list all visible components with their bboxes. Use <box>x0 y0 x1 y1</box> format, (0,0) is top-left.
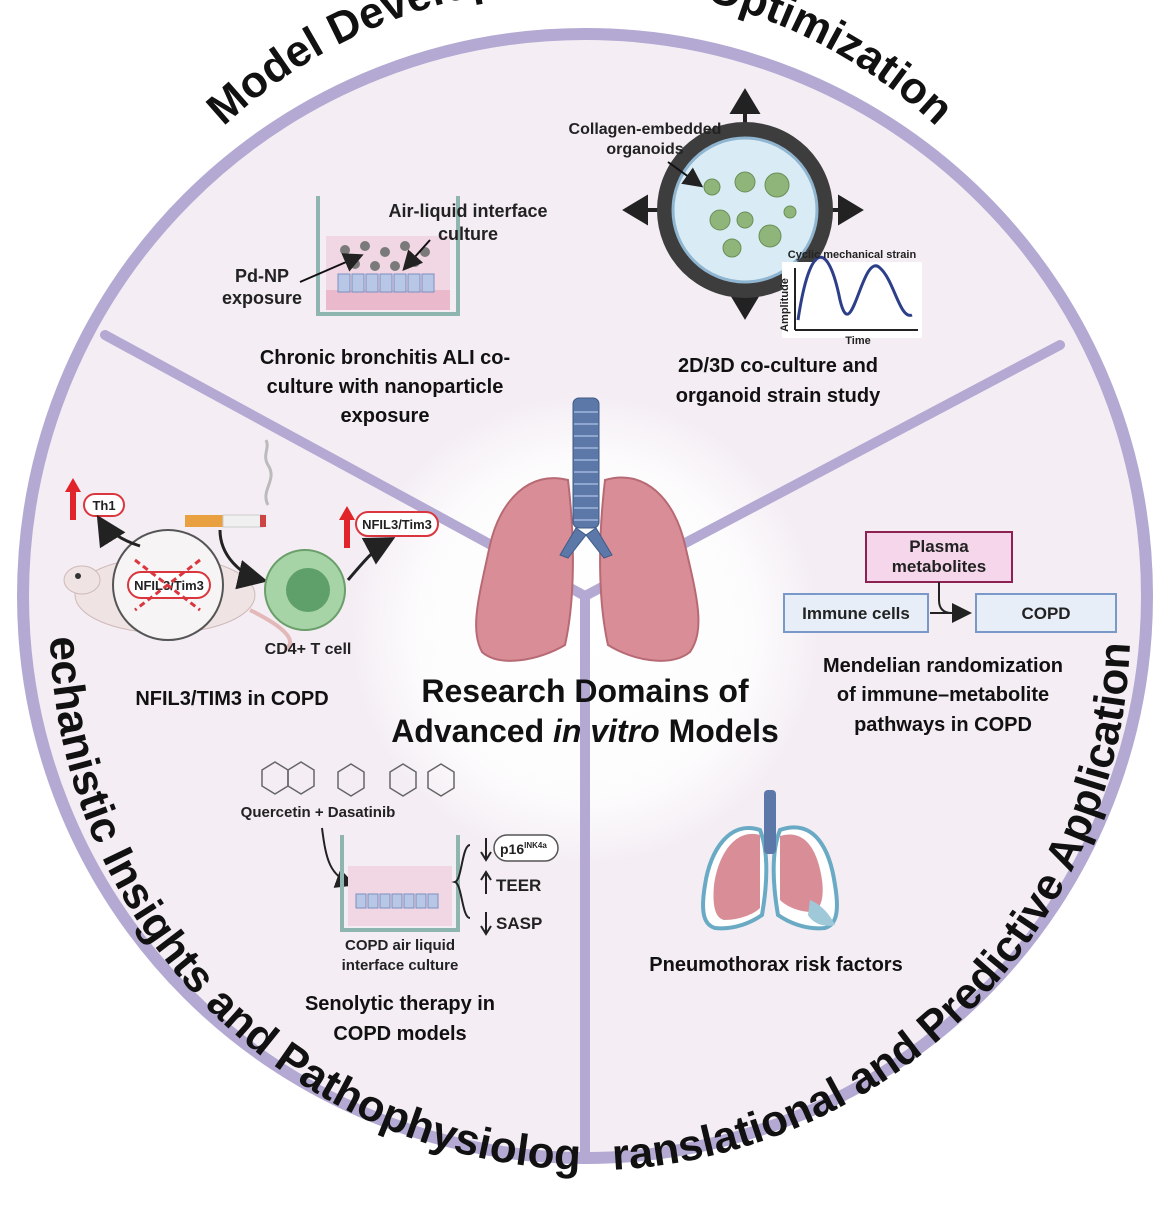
plasma-label-1: Plasma <box>909 537 969 556</box>
epithelial-cells <box>337 273 435 293</box>
copd-culture-label-2: interface culture <box>342 957 459 974</box>
tcell-label: CD4+ T cell <box>265 641 352 658</box>
mr-panel: Plasma metabolites Immune cells COPD Men… <box>783 531 1117 736</box>
strain-caption-2: organoid strain study <box>676 385 881 407</box>
nfil3-panel: NFIL3/Tim3 Th1 CD4+ T cell NFIL3/Tim3 NF… <box>63 439 439 710</box>
pneumo-lungs-icon <box>701 790 839 931</box>
ali-caption-3: exposure <box>341 405 430 427</box>
nfil3-up-label: NFIL3/Tim3 <box>362 517 432 532</box>
center-title-italic: in vitro <box>553 713 660 749</box>
strain-panel: Collagen-embedded organoids Cyclic mecha… <box>569 88 922 407</box>
strain-caption-1: 2D/3D co-culture and <box>678 355 878 377</box>
up-arrow-nfil3 <box>339 506 355 548</box>
air-liquid-arrow <box>402 239 431 271</box>
plasma-arrow <box>938 582 953 614</box>
pneumo-panel: Pneumothorax risk factors <box>649 790 903 976</box>
cigarette-icon <box>185 439 273 528</box>
to-tcell-arrow <box>218 529 268 590</box>
pneumo-caption: Pneumothorax risk factors <box>649 954 902 976</box>
th1-arrow <box>96 514 141 549</box>
nanoparticles <box>340 241 430 271</box>
effect-bracket <box>451 844 471 919</box>
molecule-structures <box>261 761 455 797</box>
nfil3-caption: NFIL3/TIM3 in COPD <box>135 688 328 710</box>
ali-caption-1: Chronic bronchitis ALI co- <box>260 347 510 369</box>
strain-graph-title: Cyclic mechanical strain <box>788 249 917 261</box>
teer-label: TEER <box>496 876 541 895</box>
immune-box <box>783 593 929 633</box>
strain-graph-x-label: Time <box>845 335 870 347</box>
tcell-inner <box>286 568 330 612</box>
tcell-out-arrow <box>346 537 396 581</box>
copd-box <box>975 593 1117 633</box>
organoids-arrow <box>667 161 704 188</box>
drug-arrow <box>321 827 356 888</box>
organoids <box>703 171 797 258</box>
copd-transwell <box>340 835 460 932</box>
copd-label: COPD <box>1021 604 1070 623</box>
mr-caption-3: pathways in COPD <box>854 714 1032 736</box>
mr-caption-1: Mendelian randomization <box>823 655 1063 677</box>
right-lung <box>599 476 700 662</box>
plasma-label-2: metabolites <box>892 557 986 576</box>
up-arrow-th1 <box>65 478 81 520</box>
senolytic-panel: Quercetin + Dasatinib p16INK4a TEER SASP… <box>241 761 559 1045</box>
copd-culture-label-1: COPD air liquid <box>345 937 455 954</box>
senolytic-caption-1: Senolytic therapy in <box>305 993 495 1015</box>
th1-label: Th1 <box>92 498 115 513</box>
p16-label: p16INK4a <box>500 841 547 857</box>
air-liquid-label-2: culture <box>438 224 498 244</box>
effect-arrows <box>480 838 492 936</box>
pdnp-arrow <box>299 253 364 283</box>
organoids-label-1: Collagen-embedded <box>569 121 722 138</box>
ali-caption-2: culture with nanoparticle <box>267 376 504 398</box>
mr-caption-2: of immune–metabolite <box>837 684 1049 706</box>
strain-graph-y-label: Amplitude <box>779 278 791 332</box>
pdnp-label-1: Pd-NP <box>235 266 289 286</box>
center-title-suffix: Models <box>660 713 779 749</box>
organoids-label-2: organoids <box>606 141 683 158</box>
immune-label: Immune cells <box>802 604 910 623</box>
strain-wave <box>796 255 913 321</box>
lungs-illustration <box>475 397 700 662</box>
sasp-label: SASP <box>496 914 542 933</box>
center-title-line1: Research Domains of <box>421 673 749 709</box>
left-lung <box>475 477 574 662</box>
senolytic-caption-2: COPD models <box>333 1023 466 1045</box>
center-title-prefix: Advanced <box>391 713 553 749</box>
drugs-label: Quercetin + Dasatinib <box>241 804 396 821</box>
air-liquid-label-1: Air-liquid interface <box>388 201 547 221</box>
strain-graph: Cyclic mechanical strain Amplitude Time <box>779 249 922 347</box>
center-title-line2: Advanced in vitro Models <box>391 713 779 749</box>
knockout-cross <box>134 558 201 612</box>
ali-panel: Air-liquid interface culture Pd-NP expos… <box>222 196 548 427</box>
pdnp-label-2: exposure <box>222 288 302 308</box>
